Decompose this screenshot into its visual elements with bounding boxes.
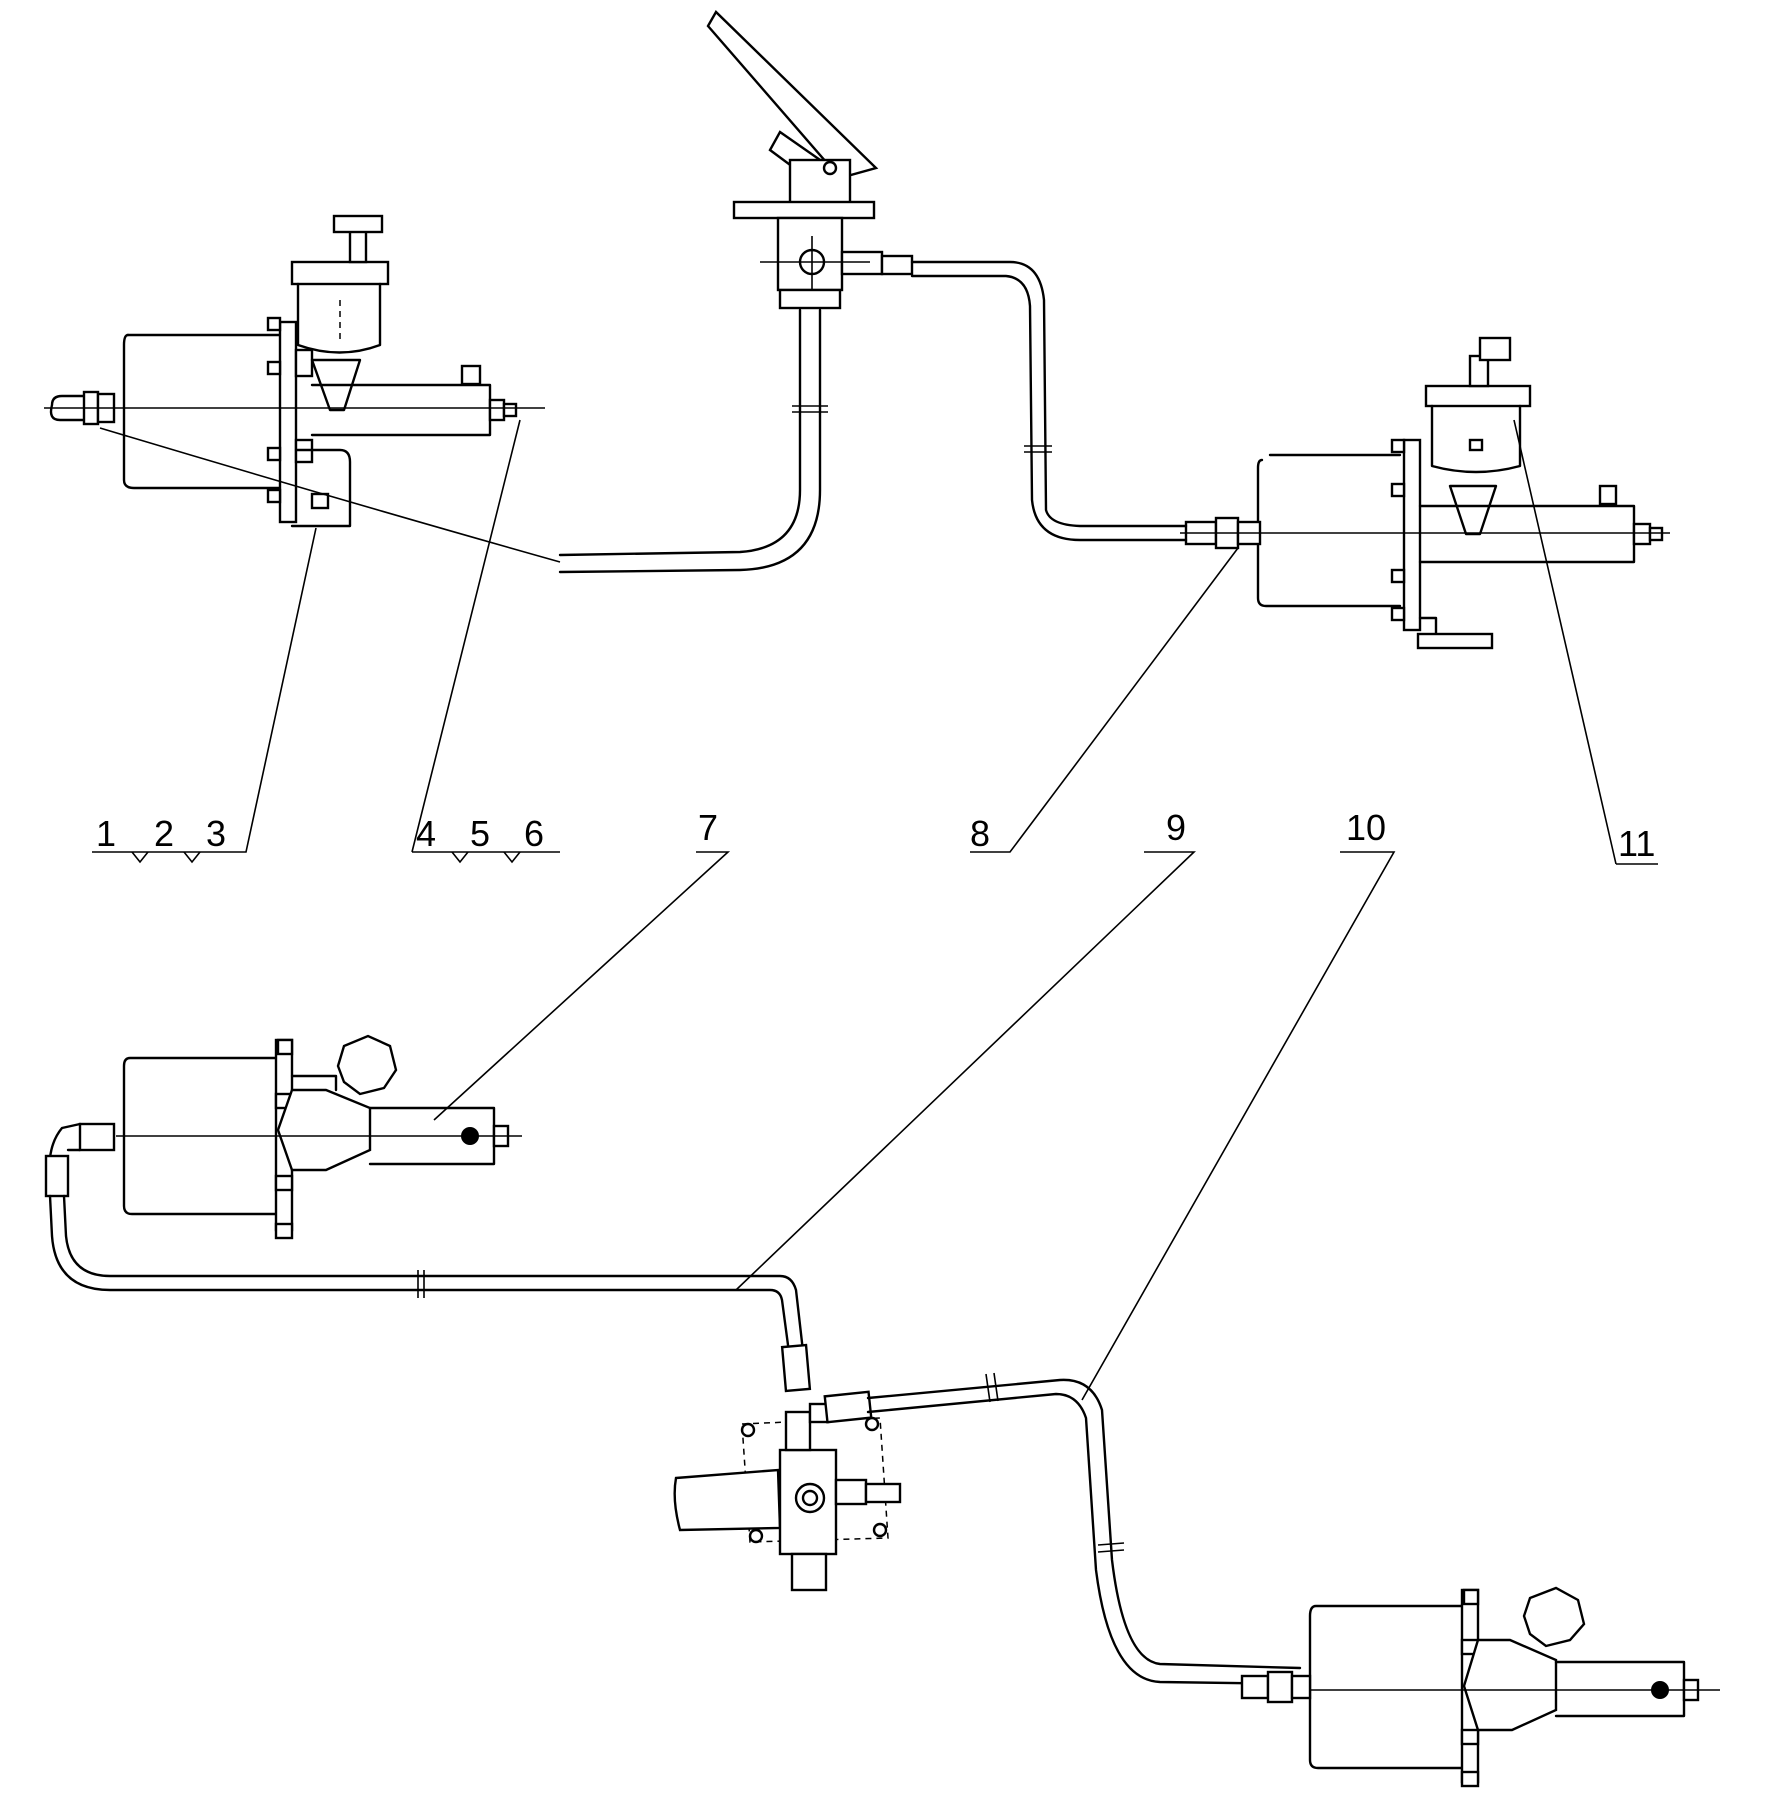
callout-labels: 1 2 3 4 5 6 7 8 9 10 11 [96, 807, 1655, 864]
callout-7: 7 [698, 807, 718, 848]
booster-bottom-right [1240, 1586, 1720, 1788]
callout-5: 5 [470, 813, 490, 854]
callout-2: 2 [154, 813, 174, 854]
center-control-valve [673, 1390, 902, 1592]
leader-lines [92, 419, 1658, 1401]
callout-9: 9 [1166, 807, 1186, 848]
callout-6: 6 [524, 813, 544, 854]
callout-8: 8 [970, 813, 990, 854]
callout-10: 10 [1346, 807, 1386, 848]
booster-middle-left [44, 1034, 522, 1240]
booster-top-right [1180, 336, 1670, 650]
callout-4: 4 [416, 813, 436, 854]
pipe-line-middle [48, 1194, 812, 1393]
callout-1: 1 [96, 813, 116, 854]
callout-3: 3 [206, 813, 226, 854]
booster-top-left [44, 214, 545, 528]
callout-11: 11 [1618, 823, 1655, 864]
pipe-lines-top [99, 260, 1188, 574]
brake-pedal-valve [706, 10, 914, 310]
pipe-line-bottom [866, 1372, 1302, 1686]
